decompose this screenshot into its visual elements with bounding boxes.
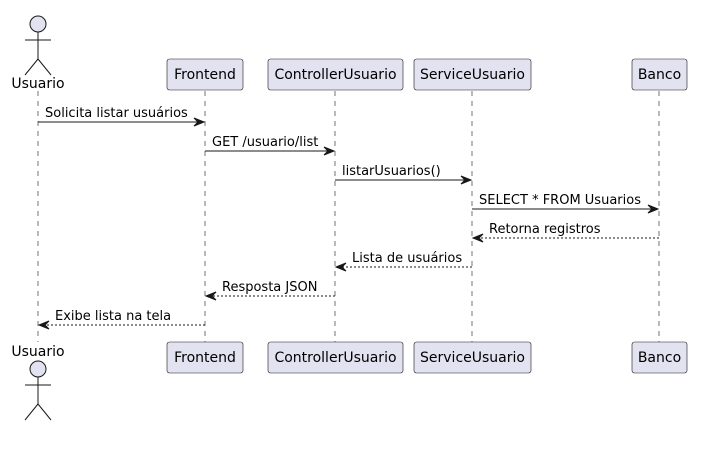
participant-bottom-banco: Banco	[631, 341, 688, 374]
participant-bottom-label-controller: ControllerUsuario	[274, 350, 396, 366]
participant-top-frontend: Frontend	[166, 58, 244, 91]
participant-top-label-frontend: Frontend	[174, 67, 236, 83]
message-arrowhead-7	[204, 291, 217, 301]
participant-top-label-banco: Banco	[638, 67, 681, 83]
message-6: Lista de usuários	[334, 251, 472, 272]
participant-bottom-frontend: Frontend	[166, 341, 244, 374]
message-label-3: listarUsuarios()	[342, 164, 441, 179]
message-5: Retorna registros	[471, 222, 659, 243]
participant-top-controller: ControllerUsuario	[267, 58, 404, 91]
message-arrowhead-5	[471, 233, 484, 243]
participant-bottom-label-frontend: Frontend	[174, 350, 236, 366]
message-4: SELECT * FROM Usuarios	[472, 193, 660, 214]
participant-bottom-label-banco: Banco	[638, 350, 681, 366]
message-label-6: Lista de usuários	[352, 251, 462, 266]
message-label-2: GET /usuario/list	[212, 135, 318, 150]
message-7: Resposta JSON	[204, 280, 335, 301]
message-label-4: SELECT * FROM Usuarios	[479, 193, 641, 208]
message-arrowhead-8	[37, 320, 50, 330]
message-1: Solicita listar usuários	[38, 106, 206, 127]
message-label-1: Solicita listar usuários	[45, 106, 188, 121]
message-arrowhead-6	[334, 262, 347, 272]
participant-bottom-service: ServiceUsuario	[413, 341, 532, 374]
participant-bottom-controller: ControllerUsuario	[267, 341, 404, 374]
actor-bottom-usuario-icon	[24, 360, 52, 421]
message-2: GET /usuario/list	[205, 135, 336, 156]
participant-top-banco: Banco	[631, 58, 688, 91]
message-8: Exibe lista na tela	[37, 309, 205, 330]
participant-top-label-service: ServiceUsuario	[420, 67, 525, 83]
message-label-8: Exibe lista na tela	[55, 309, 171, 324]
message-3: listarUsuarios()	[335, 164, 473, 185]
message-label-5: Retorna registros	[489, 222, 601, 237]
participant-bottom-label-service: ServiceUsuario	[420, 350, 525, 366]
actor-top-usuario-icon	[24, 15, 52, 76]
message-arrowhead-4	[647, 204, 660, 214]
message-arrowhead-3	[460, 175, 473, 185]
participant-top-label-usuario: Usuario	[11, 76, 64, 92]
message-label-7: Resposta JSON	[222, 280, 317, 295]
message-arrowhead-1	[193, 117, 206, 127]
participant-bottom-label-usuario: Usuario	[11, 344, 64, 360]
participant-top-label-controller: ControllerUsuario	[274, 67, 396, 83]
message-arrowhead-2	[323, 146, 336, 156]
participant-top-service: ServiceUsuario	[413, 58, 532, 91]
